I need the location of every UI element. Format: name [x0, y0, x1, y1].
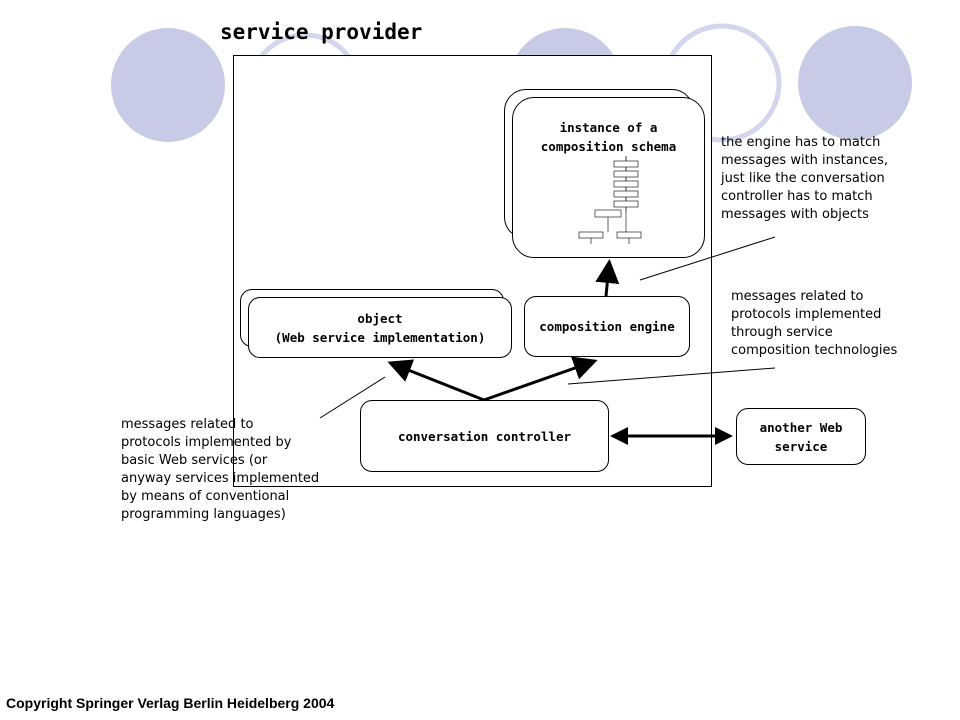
diagram-title: service provider: [220, 20, 423, 44]
composition-engine-label: composition engine: [539, 319, 675, 334]
pointer-basic-note: [319, 376, 386, 419]
arrow-to-object: [387, 359, 485, 402]
another-web-service-box: another Web service: [736, 408, 866, 465]
another-web-service-label: another Web service: [759, 419, 843, 454]
decor-circle-filled-1: [111, 28, 225, 142]
arrow-to-composition-engine: [483, 356, 598, 402]
schema-instance-label: instance of a composition schema: [540, 120, 677, 154]
pointer-engine-note: [639, 236, 776, 281]
object-label: object (Web service implementation): [274, 310, 486, 345]
object-box: object (Web service implementation): [248, 297, 512, 358]
schema-instance-box: instance of a composition schema: [512, 97, 705, 258]
conversation-controller-label: conversation controller: [397, 428, 572, 444]
note-composition-protocols: messages related to protocols implemente…: [731, 289, 898, 358]
decor-circle-filled-3: [798, 26, 912, 140]
arrow-to-schema-instance: [595, 259, 620, 297]
pointer-composition-note: [567, 367, 776, 385]
note-engine-match: the engine has to match messages with in…: [721, 135, 889, 222]
copyright-footer: Copyright Springer Verlag Berlin Heidelb…: [6, 695, 335, 711]
note-basic-protocols: messages related to protocols implemente…: [121, 417, 320, 522]
composition-engine-box: composition engine: [524, 296, 690, 357]
conversation-controller-box: conversation controller: [360, 400, 609, 472]
workflow-thumbnail-icon: [578, 156, 642, 244]
